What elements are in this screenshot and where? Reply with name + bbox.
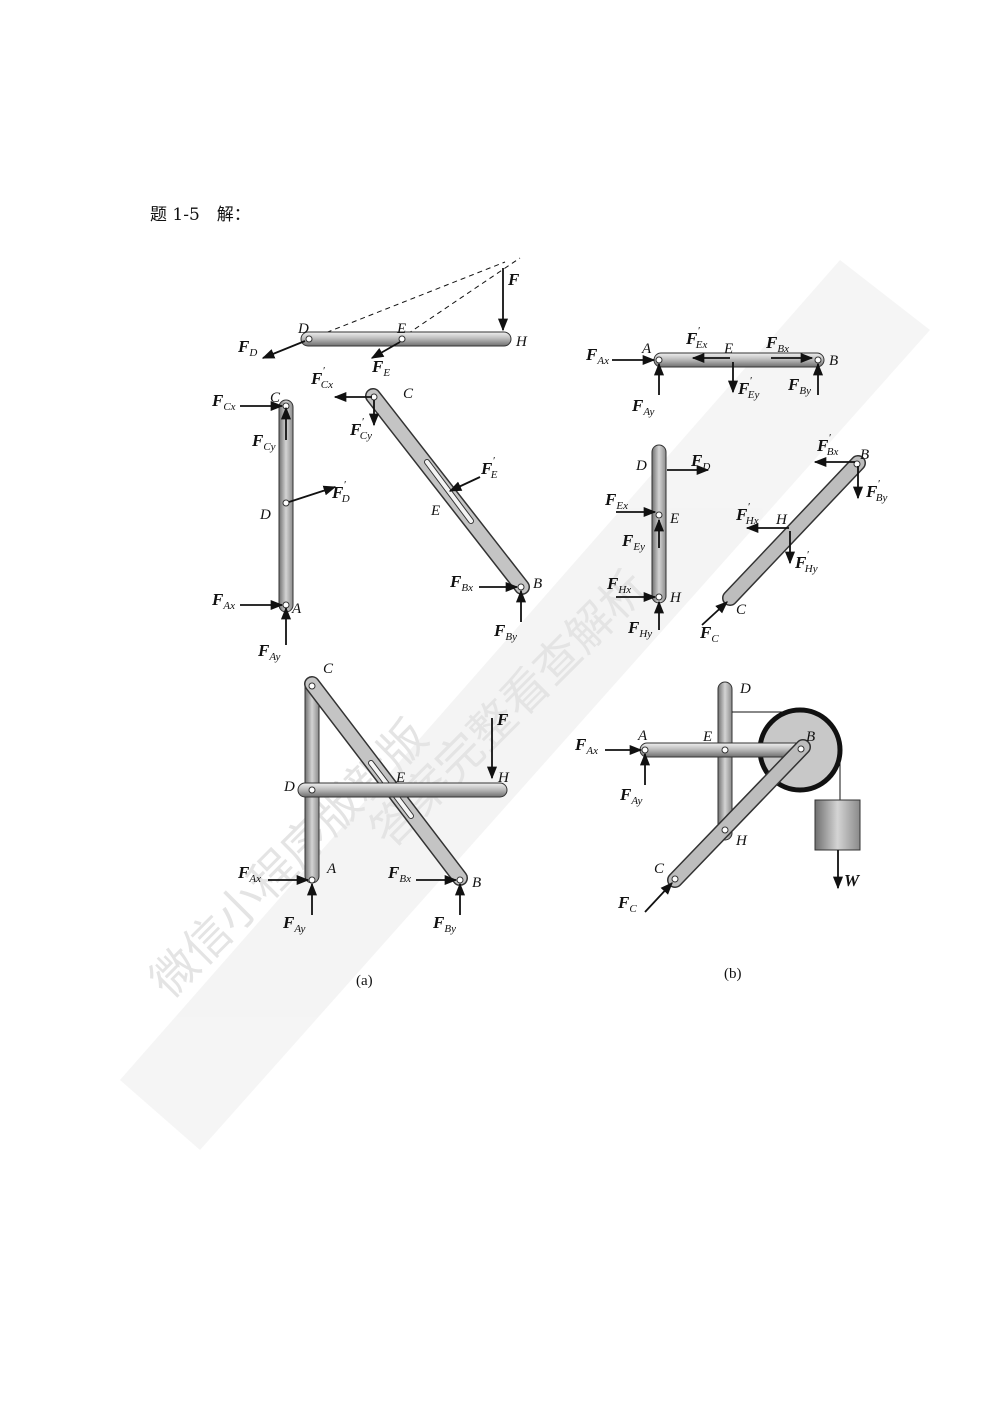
point-label-c-a1: C bbox=[270, 390, 281, 406]
point-label-a-b4: A bbox=[637, 728, 648, 744]
force-label-fby-prime: F′By bbox=[865, 478, 887, 504]
diagram-a-bar-ceb bbox=[333, 388, 530, 622]
diagram-b-bar-bhc bbox=[701, 455, 866, 626]
force-label-fcy: FCy bbox=[251, 431, 276, 453]
point-label-d-b4: D bbox=[739, 681, 751, 697]
point-label-e-b4: E bbox=[702, 729, 712, 745]
force-label-fhx: FHx bbox=[606, 574, 631, 596]
point-label-e-a3: E bbox=[395, 770, 405, 786]
force-label-fby-a3: FBy bbox=[432, 913, 456, 935]
force-label-fay-b4: FAy bbox=[619, 785, 642, 807]
diagram-a-bar-deh bbox=[261, 257, 521, 359]
force-label-fd-b2: FD bbox=[690, 451, 710, 473]
point-label-c-b4: C bbox=[654, 861, 665, 877]
point-label-c-a2: C bbox=[403, 386, 414, 402]
force-label-fhy-prime: F′Hy bbox=[794, 549, 818, 575]
force-label-fbx-b1: FBx bbox=[765, 333, 789, 355]
force-label-fhy: FHy bbox=[627, 618, 652, 640]
point-label-h-a3: H bbox=[497, 770, 510, 786]
point-label-a-b1: A bbox=[641, 341, 652, 357]
point-label-b-b4: B bbox=[806, 729, 815, 745]
point-label-c-a3: C bbox=[323, 661, 334, 677]
force-label-fbx: FBx bbox=[449, 572, 473, 594]
point-label-b-a3: B bbox=[472, 875, 481, 891]
point-label-d-a3: D bbox=[283, 779, 295, 795]
point-label-c-b3: C bbox=[736, 602, 747, 618]
force-label-fay-b1: FAy bbox=[631, 396, 654, 418]
force-label-fby-b1: FBy bbox=[787, 375, 811, 397]
point-label-h: H bbox=[515, 334, 528, 350]
point-label-h-b4: H bbox=[735, 833, 748, 849]
diagram-a-bar-acd bbox=[240, 399, 337, 645]
force-label-fcx: FCx bbox=[211, 391, 236, 413]
page-title: 题 1-5 解： bbox=[150, 205, 251, 225]
caption-a: (a) bbox=[356, 973, 373, 989]
force-label-fex: FEx bbox=[604, 490, 628, 512]
force-label-fby: FBy bbox=[493, 621, 517, 643]
force-label-fd: FD bbox=[237, 337, 257, 359]
point-label-b-b1: B bbox=[829, 353, 838, 369]
force-label-f: F bbox=[507, 270, 520, 289]
caption-b: (b) bbox=[724, 966, 742, 982]
force-label-fex-prime: F′Ex bbox=[685, 325, 707, 351]
point-label-e-b2: E bbox=[669, 511, 679, 527]
force-label-fbx-a3: FBx bbox=[387, 863, 411, 885]
force-label-fay: FAy bbox=[257, 641, 280, 663]
force-label-fe: FE bbox=[371, 357, 390, 379]
force-label-fax-b1: FAx bbox=[585, 345, 609, 367]
force-label-fcy-prime: F′Cy bbox=[349, 416, 372, 442]
force-label-fax-b4: FAx bbox=[574, 735, 598, 757]
force-label-f-a3: F bbox=[496, 710, 509, 729]
point-label-d: D bbox=[297, 321, 309, 337]
force-label-fe-prime: F′E bbox=[480, 455, 498, 481]
point-label-d-b2: D bbox=[635, 458, 647, 474]
point-label-b-a2: B bbox=[533, 576, 542, 592]
force-label-fey: FEy bbox=[621, 531, 645, 553]
force-label-fc-b4: FC bbox=[617, 893, 637, 915]
diagram-b-assembly bbox=[605, 681, 861, 913]
point-label-a-a3: A bbox=[326, 861, 337, 877]
diagram-b-bar-aeb bbox=[612, 352, 825, 395]
force-label-w: W bbox=[844, 871, 861, 890]
point-label-e: E bbox=[396, 321, 406, 337]
force-label-fcx-prime: F′Cx bbox=[310, 365, 333, 391]
force-label-fay-a3: FAy bbox=[282, 913, 305, 935]
point-label-h-b2: H bbox=[669, 590, 682, 606]
force-label-fd-prime: F′D bbox=[331, 479, 350, 505]
force-label-fax-a3: FAx bbox=[237, 863, 261, 885]
force-label-fey-prime: F′Ey bbox=[737, 375, 759, 401]
diagram-a-assembly bbox=[268, 676, 508, 915]
point-label-e-a2: E bbox=[430, 503, 440, 519]
point-label-d-a1: D bbox=[259, 507, 271, 523]
diagram-b-bar-deh bbox=[616, 444, 710, 630]
force-label-fax: FAx bbox=[211, 590, 235, 612]
point-label-a-a1: A bbox=[291, 601, 302, 617]
point-label-e-b1: E bbox=[723, 341, 733, 357]
force-label-fbx-prime: F′Bx bbox=[816, 432, 838, 458]
point-label-h-b3: H bbox=[775, 512, 788, 528]
force-label-fc-b3: FC bbox=[699, 623, 719, 645]
point-label-b-b3: B bbox=[860, 447, 869, 463]
force-label-fhx-prime: F′Hx bbox=[735, 501, 759, 527]
